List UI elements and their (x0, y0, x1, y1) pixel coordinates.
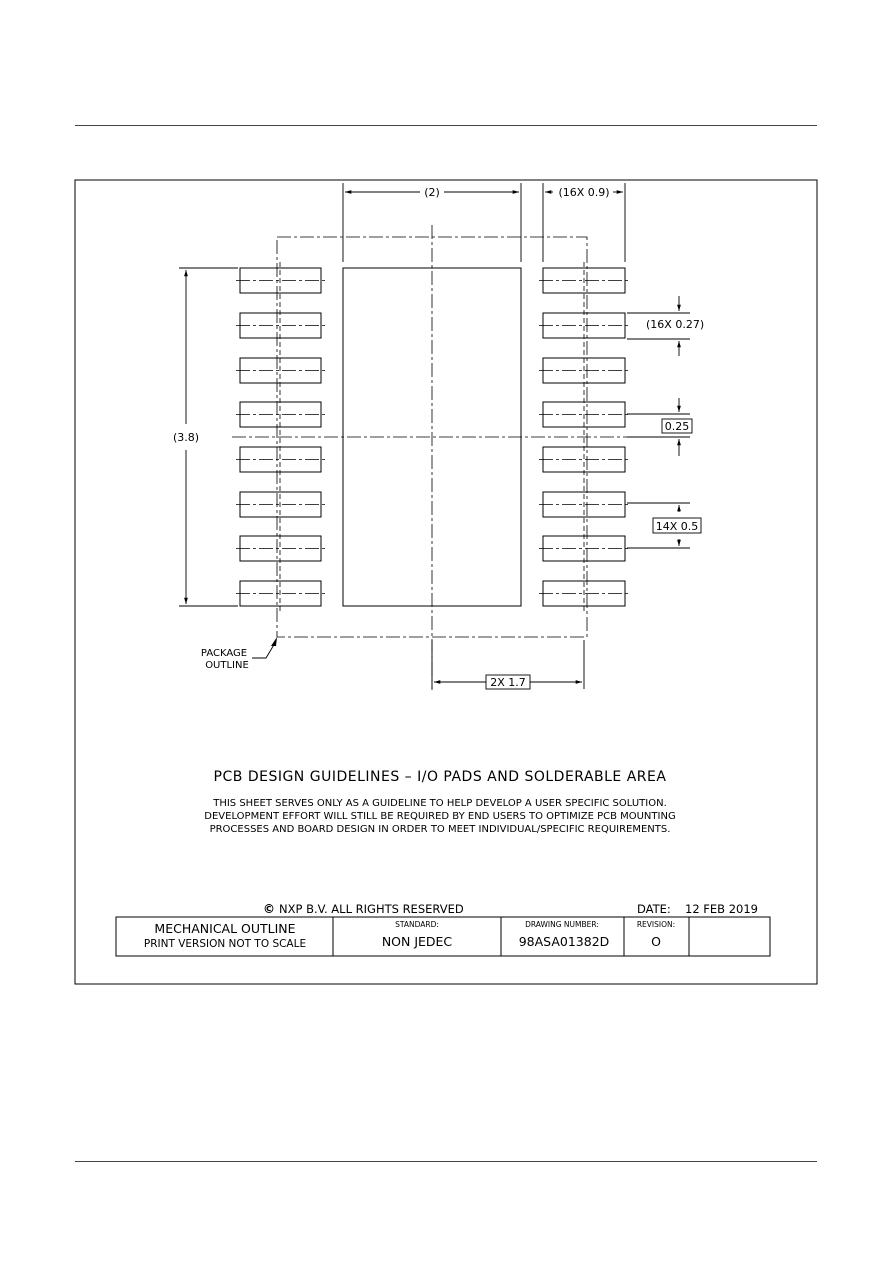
note-line-2: DEVELOPMENT EFFORT WILL STILL BE REQUIRE… (204, 811, 675, 822)
dim-gap: 0.25 (665, 420, 690, 433)
standard-label: STANDARD: (395, 920, 439, 929)
header-rule (75, 125, 817, 126)
note-line-3: PROCESSES AND BOARD DESIGN IN ORDER TO M… (210, 824, 671, 835)
drawing-title: PCB DESIGN GUIDELINES – I/O PADS AND SOL… (214, 769, 667, 785)
date-value: 12 FEB 2019 (685, 902, 758, 916)
revision-value: O (651, 934, 661, 949)
left-pad-column (236, 267, 325, 607)
dim-pitch-box (652, 517, 702, 534)
package-outline-label-1: PACKAGE (201, 648, 247, 659)
drawing-frame (74, 179, 818, 985)
drawing-number-label: DRAWING NUMBER: (525, 920, 599, 929)
dim-gap-box (661, 418, 693, 434)
copyright-symbol: © (263, 902, 275, 916)
revision-label: REVISION: (637, 920, 675, 929)
date-label: DATE: (637, 902, 671, 916)
title-block-title-1: MECHANICAL OUTLINE (154, 921, 295, 936)
package-outline-label-2: OUTLINE (205, 660, 249, 671)
dim-pad-width: (16X 0.27) (646, 318, 704, 331)
package-outline-leader (252, 642, 276, 659)
note-line-1: THIS SHEET SERVES ONLY AS A GUIDELINE TO… (212, 798, 667, 809)
dim-pitch: 14X 0.5 (656, 520, 699, 533)
title-block (115, 916, 771, 957)
title-block-title-2: PRINT VERSION NOT TO SCALE (144, 938, 306, 950)
dim-overall-height: (3.8) (173, 431, 199, 444)
dim-half-span-box (485, 674, 531, 690)
dim-center-pad-width: (2) (424, 186, 440, 199)
leader-arrowhead (271, 637, 277, 646)
standard-value: NON JEDEC (382, 934, 453, 949)
footer-rule (75, 1161, 817, 1162)
package-outline (276, 236, 588, 638)
copyright-text: NXP B.V. ALL RIGHTS RESERVED (279, 902, 464, 916)
dim-half-span: 2X 1.7 (490, 676, 526, 689)
dim-pad-length: (16X 0.9) (558, 186, 609, 199)
center-pad (342, 267, 522, 607)
drawing-number-value: 98ASA01382D (519, 934, 610, 949)
